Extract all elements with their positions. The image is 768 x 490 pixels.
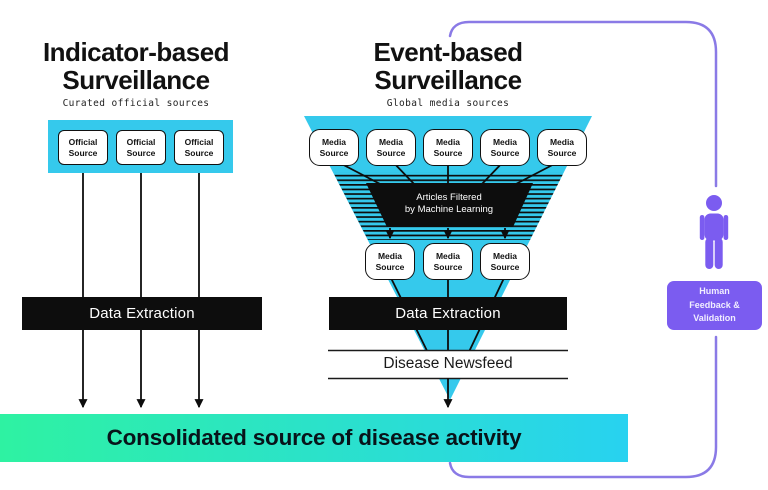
- newsfeed-band: [326, 351, 570, 378]
- indicator-data-extraction-bar: Data Extraction: [22, 297, 262, 330]
- official-source-box: Official Source: [174, 130, 224, 165]
- indicator-subtitle: Curated official sources: [62, 98, 210, 109]
- event-title: Event-based Surveillance: [373, 37, 523, 96]
- media-source-box: Media Source: [423, 243, 473, 280]
- ml-filter-label: Articles Filtered by Machine Learning: [404, 192, 494, 216]
- ml-filter-trapezoid: [366, 183, 533, 227]
- media-source-box: Media Source: [480, 243, 530, 280]
- consolidated-source-label: Consolidated source of disease activity: [106, 425, 522, 450]
- filter-to-source-arrows: [385, 228, 510, 240]
- consolidated-source-bar: Consolidated source of disease activity: [0, 414, 628, 462]
- event-data-extraction-bar: Data Extraction: [329, 297, 567, 330]
- media-source-box: Media Source: [423, 129, 473, 166]
- event-subtitle: Global media sources: [386, 98, 510, 109]
- person-icon: [699, 195, 729, 269]
- media-source-box: Media Source: [309, 129, 359, 166]
- feedback-bracket: [448, 20, 718, 479]
- official-source-box: Official Source: [58, 130, 108, 165]
- media-source-box: Media Source: [366, 129, 416, 166]
- disease-newsfeed-label: Disease Newsfeed: [383, 355, 513, 372]
- media-source-box: Media Source: [480, 129, 530, 166]
- indicator-title: Indicator-based Surveillance: [42, 37, 230, 96]
- media-source-box: Media Source: [365, 243, 415, 280]
- official-source-box: Official Source: [116, 130, 166, 165]
- official-source-arrows: [78, 160, 204, 409]
- media-source-box: Media Source: [537, 129, 587, 166]
- human-feedback-box: Human Feedback & Validation: [667, 281, 762, 330]
